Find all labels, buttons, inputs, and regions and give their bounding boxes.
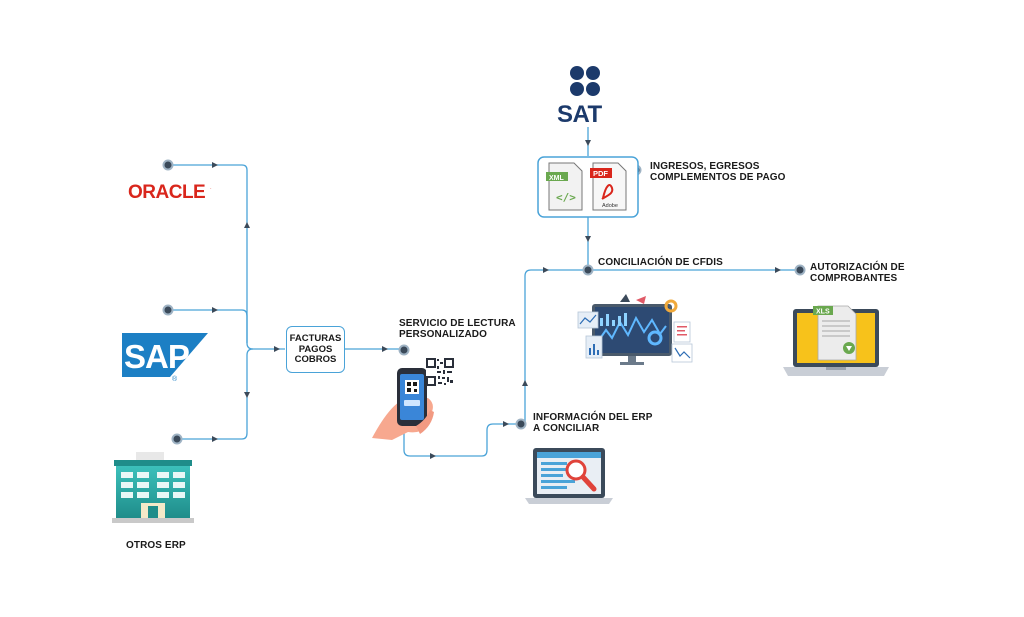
- building-icon: [112, 452, 194, 523]
- facturas-box: FACTURAS PAGOS COBROS: [286, 326, 345, 373]
- ingresos-label: INGRESOS, EGRESOS COMPLEMENTOS DE PAGO: [650, 161, 786, 183]
- connector-lines: [170, 127, 800, 457]
- svg-text:ORACLE: ORACLE: [128, 182, 205, 203]
- svg-text:XML: XML: [549, 175, 565, 182]
- informacion-label: INFORMACIÓN DEL ERP A CONCILIAR: [533, 412, 653, 434]
- svg-text:XLS: XLS: [816, 309, 830, 316]
- oracle-logo: ORACLE ·: [128, 182, 212, 203]
- line-sap: [170, 309, 248, 343]
- laptop-search-icon: [525, 448, 613, 504]
- svg-text:SAT: SAT: [557, 101, 603, 128]
- svg-text:SAP: SAP: [124, 338, 189, 375]
- phone-qr-icon: [372, 358, 454, 440]
- xml-file-icon: XML </>: [546, 162, 583, 211]
- laptop-xls-icon: XLS: [783, 305, 889, 376]
- conciliacion-label: CONCILIACIÓN DE CFDIS: [598, 257, 723, 268]
- pdf-file-icon: PDF Adobe: [590, 162, 627, 211]
- line-otros: [178, 348, 254, 440]
- otros-erp-label: OTROS ERP: [126, 540, 186, 551]
- svg-text:</>: </>: [556, 191, 576, 204]
- dashboard-icon: [577, 294, 693, 365]
- svg-text:·: ·: [210, 186, 212, 192]
- qr-code-icon: [426, 358, 454, 386]
- line-phone-info: [403, 423, 521, 457]
- autorizacion-label: AUTORIZACIÓN DE COMPROBANTES: [810, 262, 905, 284]
- svg-text:PDF: PDF: [593, 169, 608, 178]
- servicio-label: SERVICIO DE LECTURA PERSONALIZADO: [399, 318, 516, 340]
- cobros-label: COBROS: [294, 354, 337, 365]
- svg-text:Adobe: Adobe: [602, 203, 618, 209]
- svg-text:®: ®: [172, 375, 178, 383]
- arrowheads: [212, 140, 781, 459]
- files-box: XML </> PDF Adobe: [537, 156, 639, 218]
- sat-logo: SAT: [557, 66, 603, 128]
- sap-logo: SAP ®: [122, 333, 208, 383]
- nodes: [162, 159, 806, 445]
- facturas-label: FACTURAS: [289, 333, 342, 344]
- line-info-conciliacion: [524, 269, 800, 424]
- pagos-label: PAGOS: [298, 343, 333, 355]
